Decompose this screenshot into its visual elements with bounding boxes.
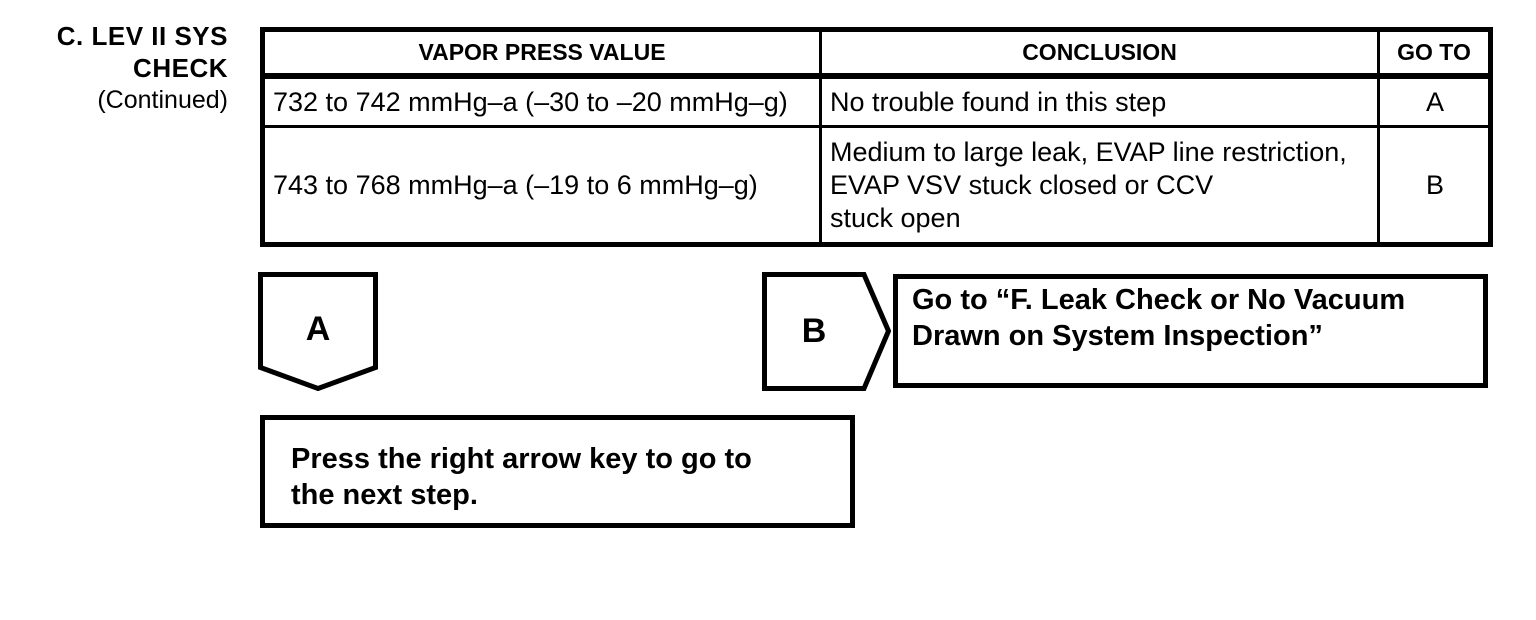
column-header-vapor-press-value: VAPOR PRESS VALUE <box>261 28 822 79</box>
vapor-press-cell: 732 to 742 mmHg–a (–30 to –20 mmHg–g) <box>261 74 822 128</box>
conclusion-line: stuck open <box>830 202 961 233</box>
goto-instruction-box: Go to “F. Leak Check or No Vacuum Drawn … <box>893 274 1488 388</box>
connector-b-pentagon-right-icon <box>762 272 891 391</box>
goto-cell: B <box>1377 125 1492 246</box>
conclusion-cell: Medium to large leak, EVAP line restrict… <box>819 125 1380 246</box>
goto-instruction-line: Go to “F. Leak Check or No Vacuum <box>912 284 1406 316</box>
conclusion-cell: No trouble found in this step <box>819 74 1380 128</box>
next-step-note-box: Press the right arrow key to go to the n… <box>260 415 855 528</box>
section-heading: C. LEV II SYS CHECK (Continued) <box>0 20 228 116</box>
connector-b-label: B <box>801 312 827 350</box>
next-step-note-line: the next step. <box>291 479 478 511</box>
goto-cell: A <box>1377 74 1492 128</box>
table-row: 732 to 742 mmHg–a (–30 to –20 mmHg–g) No… <box>261 74 1492 128</box>
column-header-conclusion: CONCLUSION <box>819 28 1380 79</box>
section-title-line-1: C. LEV II SYS <box>56 21 228 51</box>
table-header-row: VAPOR PRESS VALUE CONCLUSION GO TO <box>261 28 1492 79</box>
column-header-go-to: GO TO <box>1377 28 1492 79</box>
conclusion-line: EVAP VSV stuck closed or CCV <box>830 169 1214 200</box>
vapor-press-cell: 743 to 768 mmHg–a (–19 to 6 mmHg–g) <box>261 125 822 246</box>
table-row: 743 to 768 mmHg–a (–19 to 6 mmHg–g) Medi… <box>261 125 1492 246</box>
conclusion-line: No trouble found in this step <box>830 86 1167 117</box>
next-step-note-line: Press the right arrow key to go to <box>291 443 752 475</box>
diagnostic-table: VAPOR PRESS VALUE CONCLUSION GO TO 732 t… <box>260 27 1493 247</box>
connector-a-label: A <box>305 310 331 348</box>
section-title-continued: (Continued) <box>97 86 228 114</box>
goto-instruction-line: Drawn on System Inspection” <box>912 320 1323 352</box>
conclusion-line: Medium to large leak, EVAP line restrict… <box>830 136 1347 167</box>
connector-a-pentagon-down-icon <box>258 272 378 391</box>
section-title-line-2: CHECK <box>133 53 228 83</box>
